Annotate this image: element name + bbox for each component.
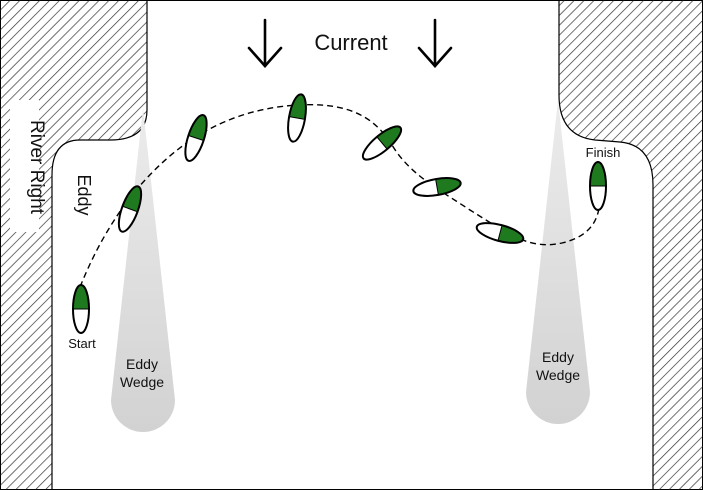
current-label: Current — [314, 30, 387, 55]
right-bank — [558, 0, 703, 490]
finish-label: Finish — [586, 145, 621, 160]
boat-start — [72, 284, 90, 334]
boat — [412, 174, 463, 197]
boat-finish — [589, 161, 607, 211]
eddy-wedge-right — [526, 100, 590, 424]
boat — [287, 92, 310, 143]
eddy-wedge-right-label-line1: Eddy — [542, 349, 574, 365]
river-right-label-box — [10, 100, 39, 232]
boat — [361, 121, 406, 161]
eddy-wedge-right-label-line2: Wedge — [536, 367, 580, 383]
eddy-wedge-left-label-line2: Wedge — [120, 374, 164, 390]
eddy-label: Eddy — [74, 174, 94, 215]
river-right-label: River Right — [26, 120, 47, 215]
arrow-down-icon — [247, 18, 283, 68]
arrow-down-icon — [417, 18, 453, 68]
eddy-wedge-left — [111, 108, 175, 432]
eddy-wedge-left-label-line1: Eddy — [126, 356, 158, 372]
start-label: Start — [68, 336, 96, 351]
